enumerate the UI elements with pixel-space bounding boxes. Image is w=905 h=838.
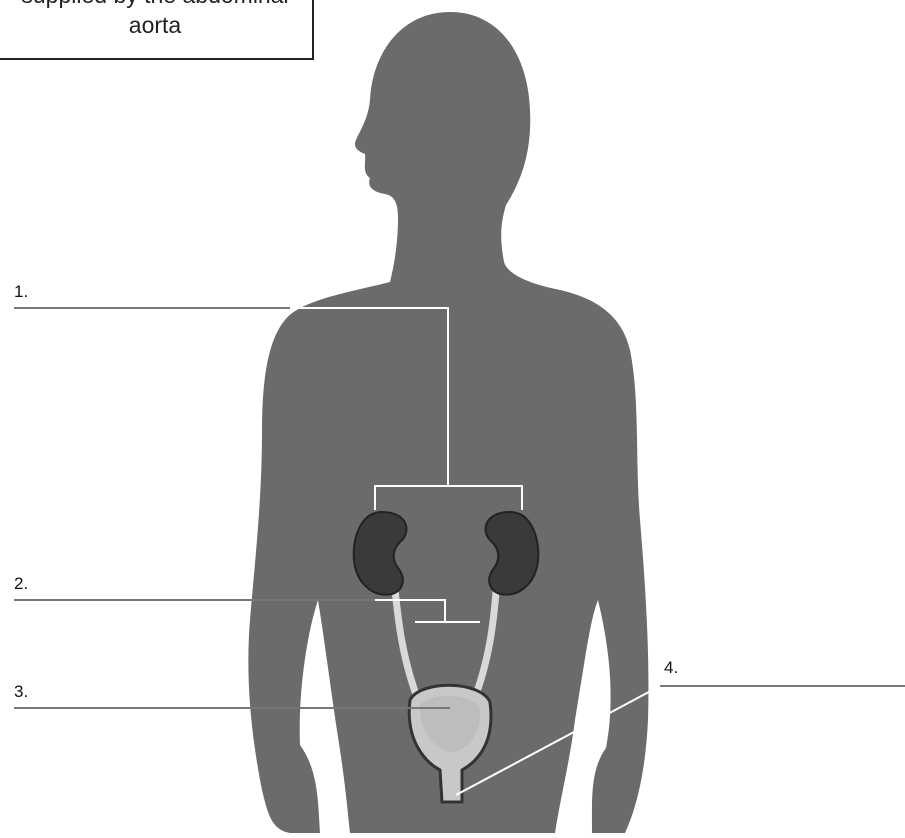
callout-text-line-2: aorta	[129, 12, 181, 38]
label-1: 1.	[14, 282, 28, 302]
label-2: 2.	[14, 574, 28, 594]
label-4: 4.	[664, 658, 678, 678]
label-3: 3.	[14, 682, 28, 702]
info-callout-box: supplied by the abdominal aorta	[0, 0, 314, 60]
callout-text-line-1: supplied by the abdominal	[0, 0, 312, 10]
